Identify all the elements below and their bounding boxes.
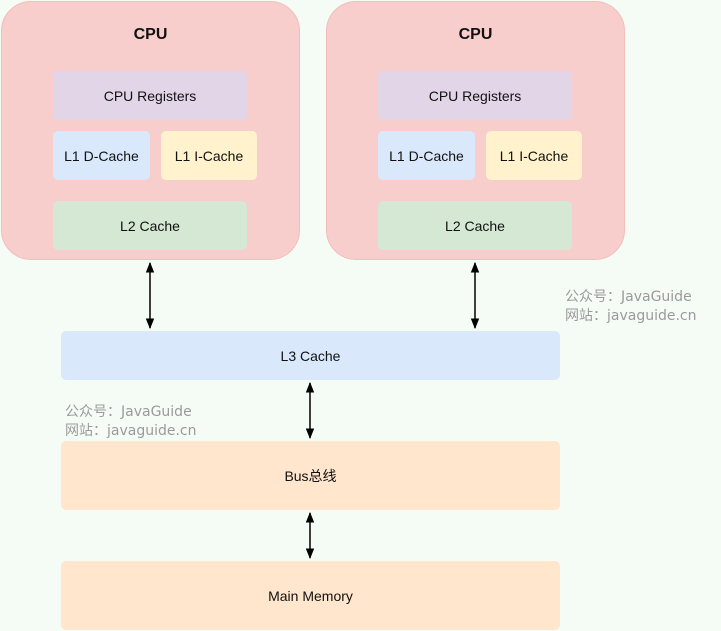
cpu-2-l2-cache: L2 Cache [378, 201, 572, 250]
l3-cache: L3 Cache [61, 331, 560, 380]
cpu-1-l2-cache: L2 Cache [53, 201, 247, 250]
bus: Bus总线 [61, 441, 560, 510]
cpu-1-l1-i-cache: L1 I-Cache [161, 131, 257, 180]
main-memory: Main Memory [61, 561, 560, 630]
watermark-right-line1: 公众号：JavaGuide [565, 289, 692, 305]
watermark-left-line2: 网站：javaguide.cn [65, 423, 197, 439]
cpu-2-title: CPU [458, 26, 493, 43]
cpu-2-l1-i-cache: L1 I-Cache [486, 131, 582, 180]
watermark-right-line2: 网站：javaguide.cn [565, 308, 697, 324]
cpu-1-title: CPU [133, 26, 168, 43]
watermark-left-line1: 公众号：JavaGuide [65, 404, 192, 420]
cpu-2-l1-d-cache: L1 D-Cache [378, 131, 475, 180]
watermark-right: 公众号：JavaGuide 网站：javaguide.cn [565, 288, 697, 326]
cpu-1-l1-d-cache: L1 D-Cache [53, 131, 150, 180]
watermark-left: 公众号：JavaGuide 网站：javaguide.cn [65, 403, 197, 441]
cpu-1-registers: CPU Registers [53, 71, 247, 120]
cpu-2-registers: CPU Registers [378, 71, 572, 120]
